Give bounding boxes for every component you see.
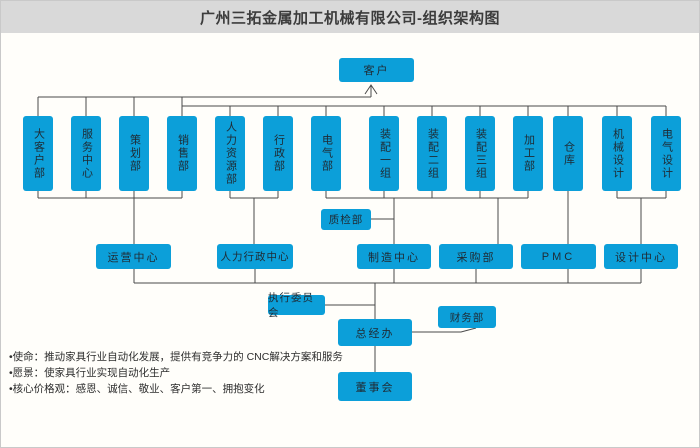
dept-box-elec-design: 电气设计 <box>651 116 681 191</box>
dept-box-service-center: 服务中心 <box>71 116 101 191</box>
dept-box-mech-design: 机械设计 <box>602 116 632 191</box>
footer-statements: •使命：推动家具行业自动化发展，提供有竞争力的 CNC解决方案和服务 •愿景：使… <box>9 349 369 397</box>
dept-box-warehouse: 仓库 <box>553 116 583 191</box>
dept-box-assembly-3: 装配三组 <box>465 116 495 191</box>
title-bar: 广州三拓金属加工机械有限公司-组织架构图 <box>1 1 699 33</box>
dept-box-assembly-1: 装配一组 <box>369 116 399 191</box>
page-title: 广州三拓金属加工机械有限公司-组织架构图 <box>200 9 500 27</box>
center-box-design: 设计中心 <box>604 244 678 269</box>
vision-line: •愿景：使家具行业实现自动化生产 <box>9 367 171 379</box>
board-box: 董事会 <box>338 372 412 401</box>
center-box-manufacturing: 制造中心 <box>357 244 431 269</box>
exec-committee-box: 执行委员会 <box>268 292 325 319</box>
dept-box-planning: 策划部 <box>119 116 149 191</box>
mission-line: •使命：推动家具行业自动化发展，提供有竞争力的 CNC解决方案和服务 <box>9 351 343 363</box>
values-line: •核心价格观：感恩、诚信、敬业、客户第一、拥抱变化 <box>9 383 265 395</box>
dept-box-hr: 人力资源部 <box>215 116 245 191</box>
dept-box-electrical: 电气部 <box>311 116 341 191</box>
dept-box-sales: 销售部 <box>167 116 197 191</box>
dept-box-machining: 加工部 <box>513 116 543 191</box>
customer-box: 客户 <box>339 58 414 82</box>
center-box-pmc: PMC <box>521 244 596 269</box>
dept-box-admin: 行政部 <box>263 116 293 191</box>
quality-box: 质检部 <box>321 209 371 230</box>
dept-box-major-clients: 大客户部 <box>23 116 53 191</box>
center-box-operations: 运营中心 <box>96 244 171 269</box>
dept-box-assembly-2: 装配二组 <box>417 116 447 191</box>
center-box-purchasing: 采购部 <box>439 244 513 269</box>
up-arrow-icon <box>364 84 378 95</box>
gm-office-box: 总经办 <box>338 319 412 346</box>
finance-box: 财务部 <box>438 306 496 328</box>
center-box-hr-admin: 人力行政中心 <box>217 244 293 269</box>
